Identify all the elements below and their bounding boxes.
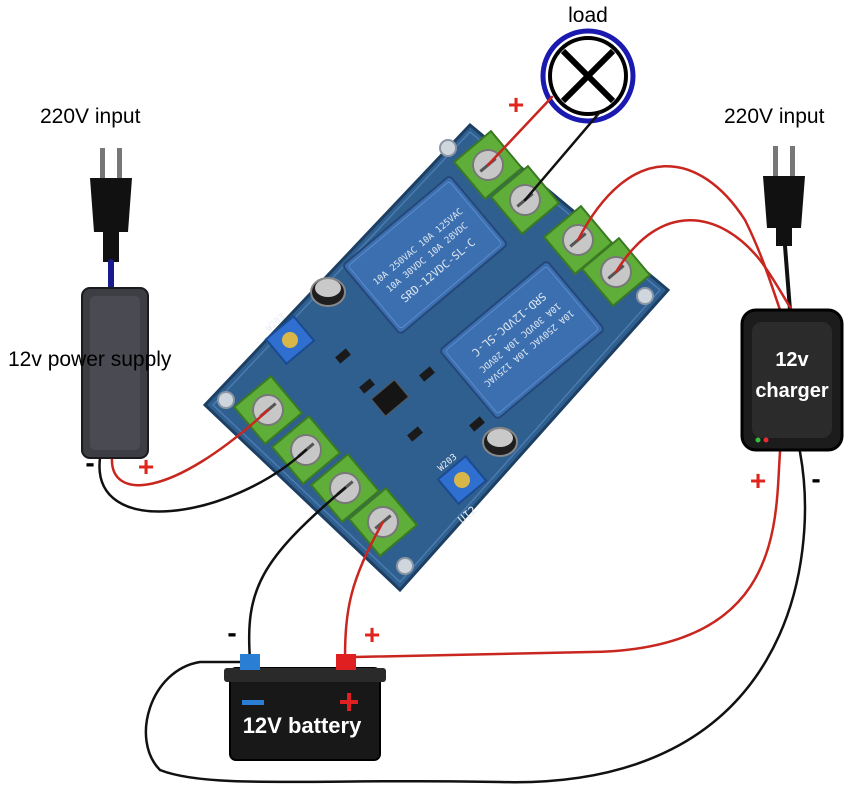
smd-parts: [335, 348, 485, 442]
battery: [224, 654, 386, 761]
charger-label-line2: charger: [755, 380, 829, 402]
plug-right-icon: [763, 146, 805, 246]
charger: [740, 308, 844, 452]
input-right-label: 220V input: [724, 105, 825, 128]
power-supply: [81, 287, 149, 459]
input-left-label: 220V input: [40, 105, 141, 128]
potentiometer-1: W203: [264, 312, 316, 366]
battery-positive-terminal: [336, 654, 356, 670]
relay-2: 10A 250VAC 10A 125VAC 10A 30VDC 10A 28VD…: [440, 261, 604, 419]
charger-minus-sign: -: [811, 463, 820, 494]
mount-hole: [439, 139, 457, 157]
capacitor-1: [310, 277, 346, 307]
mount-hole: [396, 557, 414, 575]
mount-hole: [217, 391, 235, 409]
load-label: load: [568, 4, 608, 27]
plug-left-icon: [90, 148, 132, 262]
charger-plus-sign: +: [750, 465, 766, 496]
battery-plus-mark: [347, 693, 351, 711]
battery-label: 12V battery: [243, 713, 362, 738]
capacitor-2: [482, 427, 518, 457]
battery-wire-minus-sign: -: [227, 617, 236, 648]
load-lamp-icon: [540, 28, 636, 124]
ic-chip: [370, 379, 410, 417]
battery-negative-terminal: [240, 654, 260, 670]
battery-minus-mark: [242, 700, 264, 705]
load-plus-sign: +: [508, 89, 524, 120]
relay-1: 10A 250VAC 10A 125VAC 10A 30VDC 10A 28VD…: [343, 176, 507, 334]
mount-hole: [636, 287, 654, 305]
power-supply-plus-sign: +: [138, 451, 154, 482]
charger-label-line1: 12v: [775, 349, 809, 371]
battery-wire-plus-sign: +: [364, 619, 380, 650]
power-supply-label: 12v power supply: [8, 348, 172, 371]
wires: [98, 95, 807, 784]
power-supply-minus-sign: -: [85, 447, 94, 478]
